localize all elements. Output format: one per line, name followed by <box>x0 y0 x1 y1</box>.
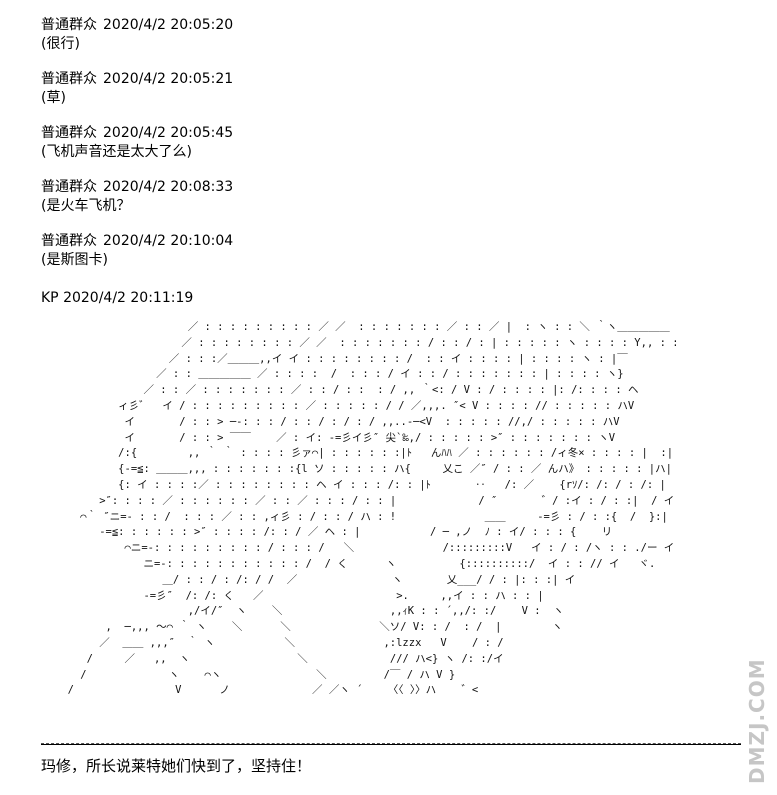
message-timestamp: 2020/4/2 20:08:33 <box>103 179 234 195</box>
message-header: 普通群众 2020/4/2 20:10:04 <box>41 232 741 251</box>
message-author: 普通群众 <box>41 17 97 33</box>
message-text: (草) <box>41 90 66 106</box>
chat-message: 普通群众 2020/4/2 20:10:04 (是斯图卡) <box>41 232 741 270</box>
message-text: (是火车飞机？ <box>41 198 131 214</box>
chat-message: 普通群众 2020/4/2 20:08:33 (是火车飞机？ <box>41 178 741 216</box>
chat-message: 普通群众 2020/4/2 20:05:20 (很行) <box>41 16 741 54</box>
message-timestamp: 2020/4/2 20:05:21 <box>103 71 234 87</box>
chat-log: 普通群众 2020/4/2 20:05:20 (很行) 普通群众 2020/4/2 … <box>41 16 741 286</box>
ascii-art-illustration: ／ : : : : : : : : : ／ ／ : : : : : : : ／ … <box>67 321 676 697</box>
divider-line <box>41 743 741 745</box>
site-watermark: DMZJ.COM <box>745 658 769 784</box>
message-author: 普通群众 <box>41 233 97 249</box>
kp-message-header: KP 2020/4/2 20:11:19 <box>41 290 194 306</box>
message-header: 普通群众 2020/4/2 20:05:45 <box>41 124 741 143</box>
message-timestamp: 2020/4/2 20:05:45 <box>103 125 234 141</box>
chat-message: 普通群众 2020/4/2 20:05:45 (飞机声音还是太大了么) <box>41 124 741 162</box>
message-text: (很行) <box>41 36 80 52</box>
message-timestamp: 2020/4/2 20:05:20 <box>103 17 234 33</box>
message-header: 普通群众 2020/4/2 20:05:21 <box>41 70 741 89</box>
message-author: 普通群众 <box>41 125 97 141</box>
message-header: 普通群众 2020/4/2 20:05:20 <box>41 16 741 35</box>
chat-message: 普通群众 2020/4/2 20:05:21 (草) <box>41 70 741 108</box>
dialogue-caption: 玛修，所长说莱特她们快到了，坚持住！ <box>41 757 312 775</box>
message-header: 普通群众 2020/4/2 20:08:33 <box>41 178 741 197</box>
message-timestamp: 2020/4/2 20:10:04 <box>103 233 234 249</box>
message-text: (飞机声音还是太大了么) <box>41 144 192 160</box>
message-author: 普通群众 <box>41 71 97 87</box>
message-author: 普通群众 <box>41 179 97 195</box>
message-text: (是斯图卡) <box>41 252 108 268</box>
